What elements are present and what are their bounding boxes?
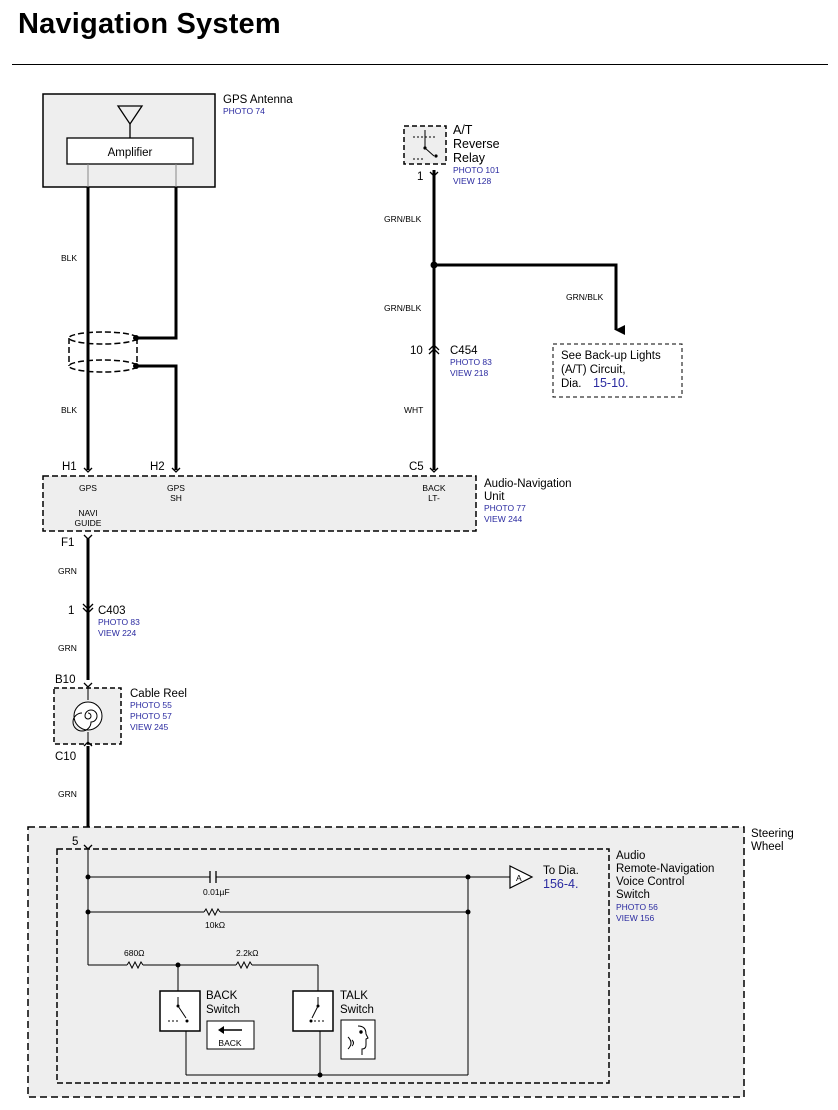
backup-ref-1: See Back-up Lights [561,350,661,362]
nav-term-back-1: BACK [422,483,445,493]
voice-switch-label-1: Audio [616,850,645,862]
nav-unit-view[interactable]: VIEW 244 [484,514,523,524]
wire-label-grn-blk-2: GRN/BLK [384,303,422,313]
nav-unit-label-1: Audio-Navigation [484,478,572,490]
voice-switch-label-2: Remote-Navigation [616,863,714,875]
backup-ref-box [552,343,683,398]
relay-label-2: Reverse [453,137,500,151]
voice-switch-box [56,848,610,1084]
c403-connector-icon [82,603,94,614]
reel-pin-b10: B10 [55,674,75,686]
wire-label-blk-lower: BLK [61,405,77,415]
back-arrow-icon [218,1026,242,1034]
wire-label-grn-1: GRN [58,566,77,576]
nav-pin-c5: C5 [409,461,424,473]
antenna-icon [116,105,144,138]
cable-reel-photo2[interactable]: PHOTO 57 [130,711,172,721]
title-rule [12,64,828,65]
wire-label-grn-3: GRN [58,789,77,799]
nav-term-back-2: LT- [428,493,440,503]
cable-reel-photo1[interactable]: PHOTO 55 [130,700,172,710]
nav-term-navi-2: GUIDE [75,518,102,528]
nav-term-gps-sh-1: GPS [167,483,185,493]
back-switch-label-1: BACK [206,990,238,1002]
c403-photo[interactable]: PHOTO 83 [98,617,140,627]
gps-antenna: Amplifier [42,93,216,188]
c403-view[interactable]: VIEW 224 [98,628,137,638]
wire-label-grn-2: GRN [58,643,77,653]
wire-label-wht: WHT [404,405,423,415]
steering-pin-5: 5 [72,836,78,848]
relay-photo[interactable]: PHOTO 101 [453,165,500,175]
capacitor-icon [209,871,217,883]
nav-term-gps-sh-2: SH [170,493,182,503]
nav-unit-label-2: Unit [484,491,505,503]
relay-view[interactable]: VIEW 128 [453,176,492,186]
wire-backup-branch [434,263,625,335]
resistor-680-label: 680Ω [124,948,145,958]
nav-unit-photo[interactable]: PHOTO 77 [484,503,526,513]
c454-view[interactable]: VIEW 218 [450,368,489,378]
c454-name: C454 [450,345,478,357]
gps-antenna-photo[interactable]: PHOTO 74 [223,106,265,116]
voice-switch-label-3: Voice Control [616,876,684,888]
talk-switch-label-2: Switch [340,1004,374,1016]
cable-reel-view[interactable]: VIEW 245 [130,722,169,732]
resistor-2k2-label: 2.2kΩ [236,948,258,958]
back-icon-label: BACK [218,1038,241,1048]
back-switch-label-2: Switch [206,1004,240,1016]
gps-antenna-label: GPS Antenna [223,94,293,106]
to-dia-link[interactable]: 156-4. [543,877,578,891]
steering-wheel-label-2: Wheel [751,841,784,853]
wire-gps-shield-upper [136,187,178,340]
back-switch [159,990,201,1032]
talk-switch-label-1: TALK [340,990,368,1002]
c454-photo[interactable]: PHOTO 83 [450,357,492,367]
c403-name: C403 [98,605,126,617]
steering-wheel-label-1: Steering [751,828,794,840]
resistor-10k-label: 10kΩ [205,920,225,930]
talk-switch [292,990,334,1032]
reel-pin-c10: C10 [55,751,76,763]
amplifier-label: Amplifier [108,147,153,159]
nav-unit-box [42,475,477,532]
nav-pin-h2: H2 [150,461,165,473]
to-dia-label: To Dia. [543,865,579,877]
offpage-connector-icon [509,865,534,889]
page-title: Navigation System [18,8,281,40]
c454-pin: 10 [410,345,423,357]
wire-label-blk: BLK [61,253,77,263]
shield-icon [68,331,138,373]
wire-label-grn-blk-1: GRN/BLK [384,214,422,224]
back-button-icon [206,1020,255,1050]
nav-pin-h1: H1 [62,461,77,473]
wire-label-grn-blk-3: GRN/BLK [566,292,604,302]
cable-reel-icon [72,701,103,732]
voice-switch-photo[interactable]: PHOTO 56 [616,902,658,912]
c454-connector-icon [428,344,440,355]
nav-term-navi-1: NAVI [78,508,97,518]
amplifier-box [66,137,194,165]
backup-ref-dia-link[interactable]: 15-10. [593,376,628,390]
nav-term-gps: GPS [79,483,97,493]
capacitor-label: 0.01µF [203,887,230,897]
voice-talk-icon [347,1025,369,1055]
reverse-relay [403,125,447,165]
voice-switch-label-4: Switch [616,889,650,901]
backup-ref-3: Dia. [561,378,581,390]
nav-pin-f1: F1 [61,537,74,549]
c403-pin: 1 [68,605,74,617]
wire-gps-shield-lower [136,364,178,470]
relay-label-3: Relay [453,151,486,165]
voice-switch-view[interactable]: VIEW 156 [616,913,655,923]
offpage-connector-label: A [516,873,522,883]
relay-label-1: A/T [453,123,473,137]
backup-ref-2: (A/T) Circuit, [561,364,626,376]
cable-reel-label: Cable Reel [130,688,187,700]
relay-pin: 1 [417,171,423,183]
